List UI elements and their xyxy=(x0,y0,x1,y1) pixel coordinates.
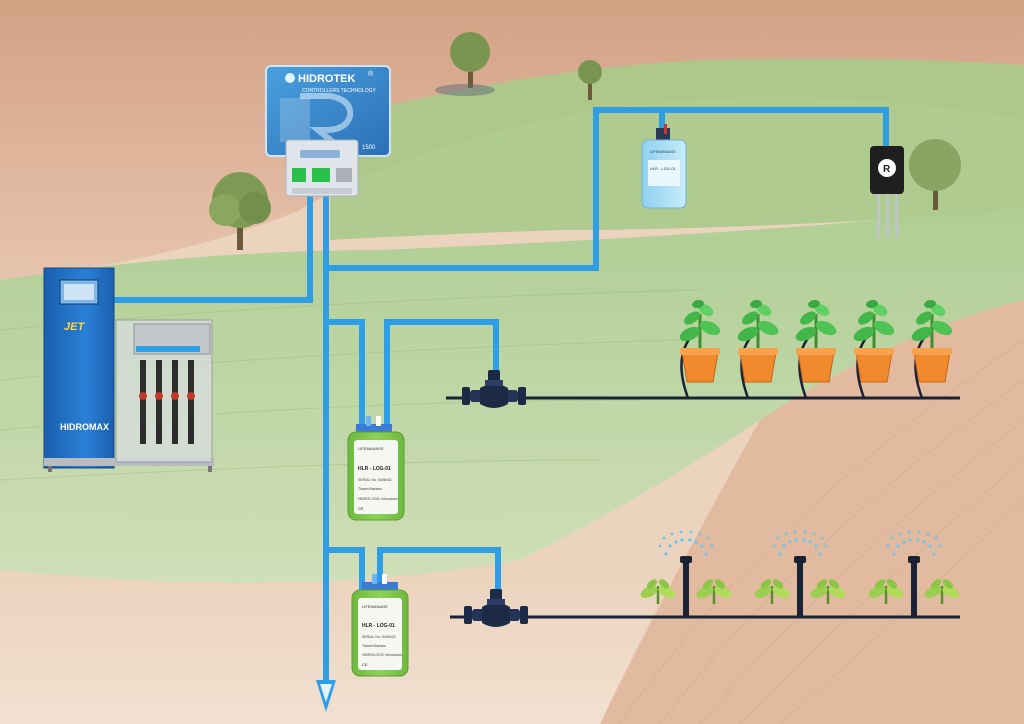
remote-unit-model: HLR - LOG-01 xyxy=(362,623,395,629)
field-sensor-unit xyxy=(641,124,687,209)
remote-unit-serial: 5456432 xyxy=(378,478,392,482)
remote-unit-serial-label: SERIAL No: xyxy=(358,478,377,482)
remote-unit-serial: 5456432 xyxy=(382,635,396,639)
remote-unit-footer: HIDROLOGIC Infomacion xyxy=(358,497,398,501)
tree-icon xyxy=(209,172,271,250)
remote-unit xyxy=(351,574,409,677)
remote-unit-ce: CE xyxy=(362,662,368,667)
fertigation-model: JET xyxy=(64,321,85,333)
controller-model: 1500 xyxy=(362,145,376,151)
drip-line xyxy=(446,337,960,400)
remote-unit-ce: CE xyxy=(358,506,364,511)
tree-icon xyxy=(435,32,495,96)
controller-icon xyxy=(265,65,391,197)
field-sensor-maker: LIFEMANAGE xyxy=(650,149,676,154)
soil-sensor-logo: R xyxy=(883,164,891,175)
remote-unit-origin: Ticaret Markası xyxy=(362,644,386,648)
remote-unit-serial-label: SERIAL No: xyxy=(362,635,381,639)
soil-sensor-icon xyxy=(870,146,904,238)
fertigation-unit xyxy=(43,267,214,472)
remote-unit-maker: LIFEMANAGE xyxy=(362,604,388,609)
field-sensor-model: HLR - LOG-01 xyxy=(650,166,677,171)
fertigation-brand: HIDROMAX xyxy=(60,422,109,432)
tree-icon xyxy=(909,139,961,210)
remote-unit-origin: Ticaret Markası xyxy=(358,487,382,491)
flow-arrow-down-icon xyxy=(316,680,336,712)
controller-brand: HIDROTEK xyxy=(298,73,356,85)
pipe-network xyxy=(112,107,889,690)
remote-unit-maker: LIFEMANAGE xyxy=(358,446,384,451)
controller-tagline: CONTROLLERS TECHNOLOGY xyxy=(302,88,376,94)
controller-registered-mark: ® xyxy=(368,70,374,78)
tree-icon xyxy=(578,60,602,100)
remote-unit-model: HLR - LOG-01 xyxy=(358,466,391,472)
remote-unit xyxy=(347,416,405,521)
remote-unit-footer: HIDROLOGIC Infomacion xyxy=(362,653,402,657)
